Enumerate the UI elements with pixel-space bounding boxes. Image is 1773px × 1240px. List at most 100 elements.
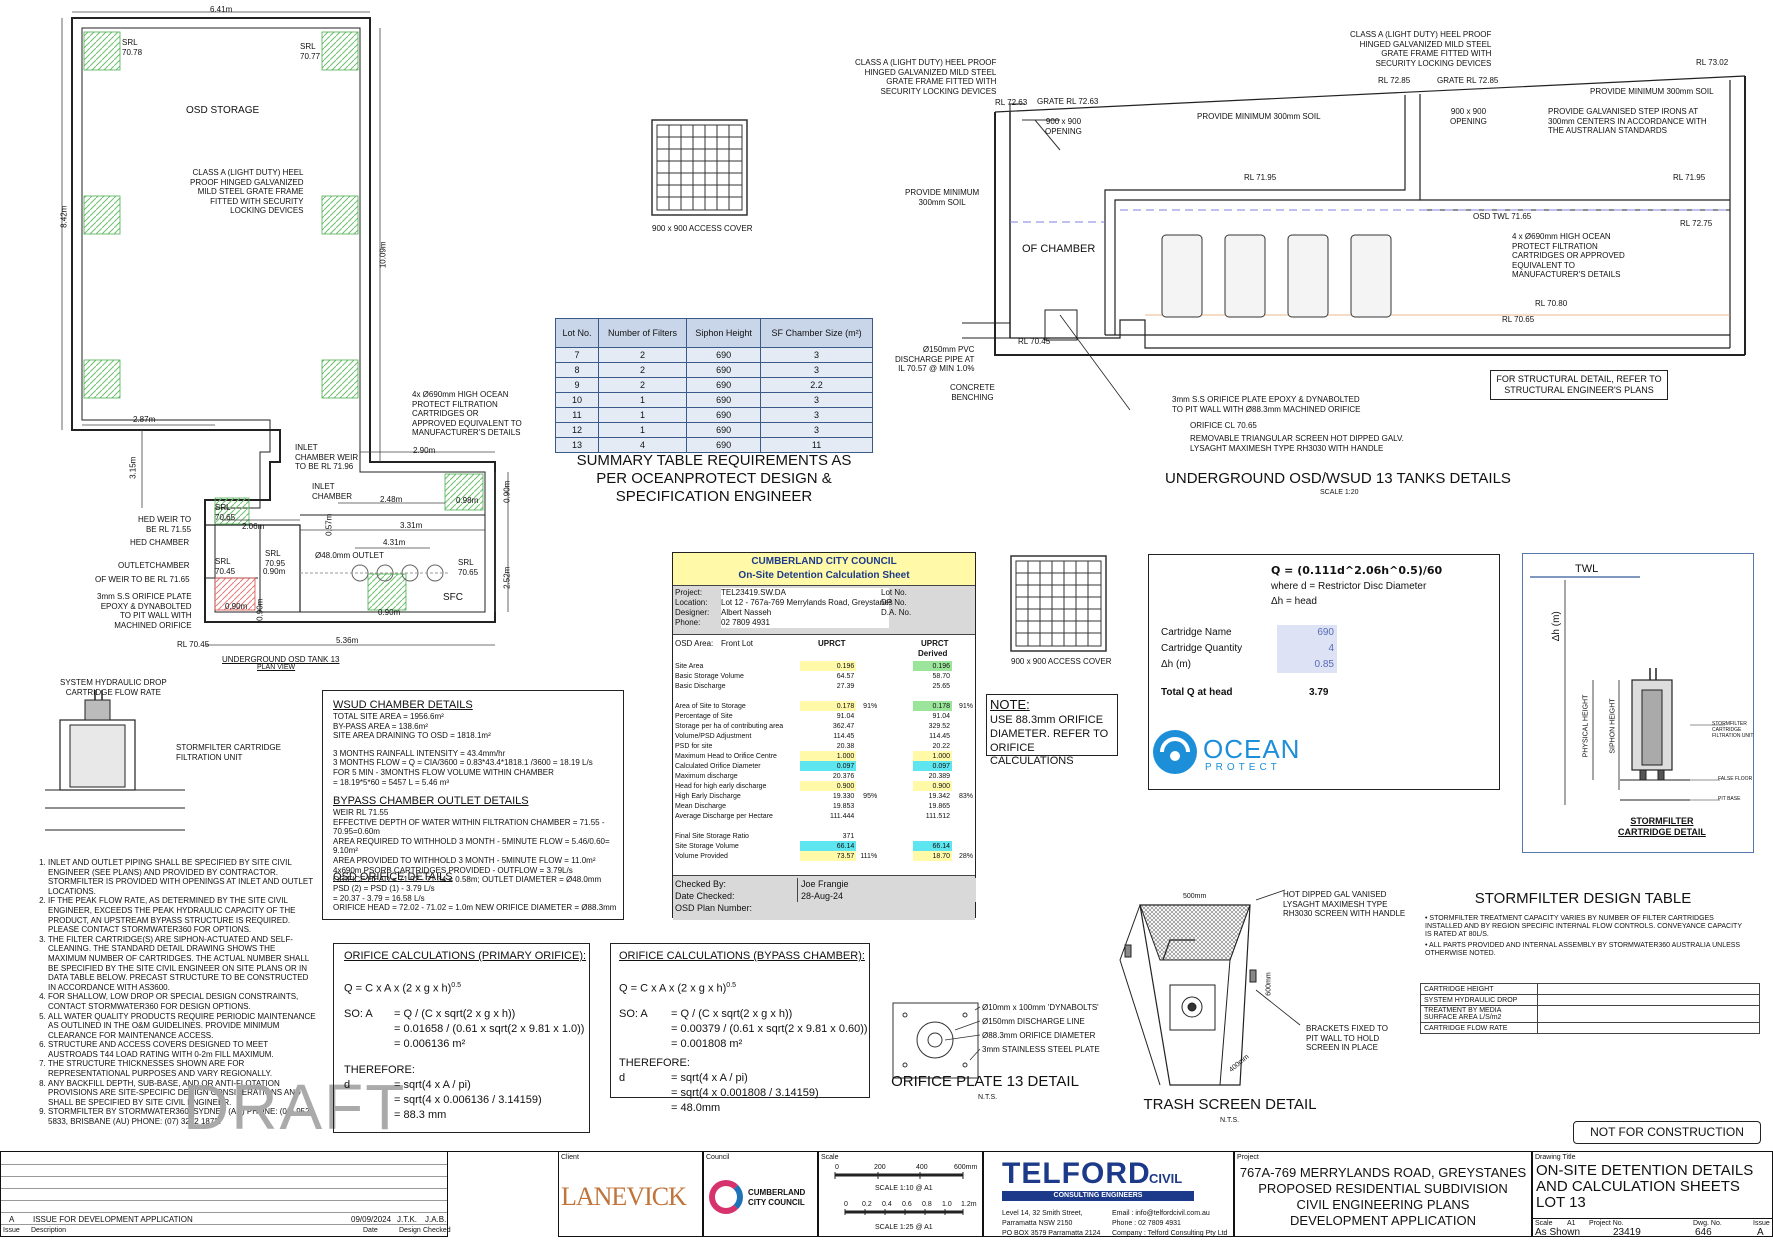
- summary-cell: 1: [597, 422, 688, 438]
- sf-row-label: SYSTEM HYDRAULIC DROP: [1420, 994, 1538, 1006]
- calc-cell-v2: [913, 821, 953, 831]
- calc-cell-gap: [879, 741, 912, 751]
- calc-uprct: UPRCT: [818, 639, 846, 648]
- scale-200: 200: [874, 1164, 886, 1171]
- calc-checked: Joe Frangie: [801, 879, 849, 889]
- wsud-line: BY-PASS AREA = 138.6m²: [333, 721, 428, 731]
- plan-dim-290: 2.90m: [413, 446, 436, 455]
- calc-osd-area: Front Lot: [721, 639, 754, 648]
- calc-cell-label: Final Site Storage Ratio: [675, 832, 749, 840]
- sf-row: CARTRIDGE FLOW RATE: [1420, 1022, 1760, 1034]
- note-item: INLET AND OUTLET PIPING SHALL BE SPECIFI…: [48, 858, 316, 896]
- plan-dim-206: 2.06m: [242, 522, 265, 531]
- note-item: STORMFILTER BY STORMWATER360: SYDNEY (AU…: [48, 1107, 316, 1126]
- calc-cell-gap: [879, 711, 912, 721]
- calc-cell-p2: [952, 691, 975, 701]
- orifice-bypass-a3: = 0.001808 m²: [671, 1038, 743, 1050]
- calc-cell-p2: [952, 781, 975, 791]
- summary-cell: 2: [597, 377, 688, 393]
- note-box: NOTE: USE 88.3mm ORIFICE DIAMETER. REFER…: [986, 694, 1118, 767]
- section-cartridges: [1161, 234, 1392, 318]
- calc-cell-label: Site Area: [675, 662, 704, 670]
- calc-cell-gap: [879, 681, 912, 691]
- calc-cell-v1: 371: [842, 832, 855, 840]
- rev-issue: A: [9, 1215, 15, 1224]
- plan-title: UNDERGROUND OSD TANK 13: [222, 655, 340, 664]
- summary-cell: 1: [597, 407, 688, 423]
- orifice-primary-a1: = Q / (C x sqrt(2 x g x h)): [394, 1008, 516, 1020]
- calc-cell-label: PSD for site: [675, 742, 713, 750]
- calc-cell-label: Percentage of Site: [675, 712, 733, 720]
- calc-cell-p2: [952, 811, 975, 821]
- calc-cell-p1: [856, 671, 879, 681]
- scale-r0: 0: [844, 1201, 848, 1208]
- plan-dim-057: 0.57m: [324, 513, 334, 536]
- calc-cell-p1: [856, 741, 879, 751]
- calc-cell-gap: [879, 821, 912, 831]
- tb-dwg-label: Dwg. No.: [1693, 1220, 1722, 1227]
- ocean-where: where d = Restrictor Disc Diameter: [1271, 581, 1427, 592]
- summary-cell: 3: [760, 392, 873, 408]
- ocean-h[interactable]: 0.85: [1314, 659, 1334, 670]
- calc-cell-v2: 91.04: [932, 712, 951, 720]
- trash-label-1: HOT DIPPED GAL VANISED LYSAGHT MAXIMESH …: [1283, 890, 1406, 919]
- calc-cell-p2: [952, 731, 975, 741]
- cart-title: STORMFILTER CARTRIDGE DETAIL: [1618, 816, 1706, 837]
- calc-osd-area-label: OSD Area:: [675, 639, 714, 648]
- sf-table-note-1: • STORMFILTER TREATMENT CAPACITY VARIES …: [1425, 915, 1742, 939]
- wsud-line: = 18.19*5*60 = 5457 L = 5.46 m³: [333, 777, 450, 787]
- sf-table-note-2: • ALL PARTS PROVIDED AND INTERNAL ASSEMB…: [1425, 942, 1741, 958]
- orifice-plate-title: ORIFICE PLATE 13 DETAIL: [891, 1073, 1079, 1090]
- calc-cell-v1: 73.57: [800, 851, 857, 861]
- ocean-dh: Δh = head: [1271, 596, 1317, 607]
- orifice-bypass-a1: = Q / (C x sqrt(2 x g x h)): [671, 1008, 793, 1020]
- sf-row-value: [1537, 1022, 1760, 1034]
- rev-description: ISSUE FOR DEVELOPMENT APPLICATION: [33, 1215, 193, 1224]
- calc-cell-v2: 19.342: [928, 792, 951, 800]
- calc-cell-p2: [952, 761, 975, 771]
- calc-project: TEL23419.SW.DA: [721, 588, 786, 597]
- orifice-bypass-a2: = 0.00379 / (0.61 x sqrt(2 x 9.81 x 0.60…: [671, 1023, 868, 1035]
- plan-note-cartridges: 4x Ø690mm HIGH OCEAN PROTECT FILTRATION …: [412, 390, 522, 438]
- calc-cell-gap: [879, 721, 912, 731]
- ocean-qty[interactable]: 4: [1328, 643, 1334, 654]
- sf-row-value: [1537, 1005, 1760, 1023]
- note-item: FOR SHALLOW, LOW DROP OR SPECIAL DESIGN …: [48, 992, 316, 1011]
- calc-cell-v1: [800, 691, 856, 701]
- bypass-line: 4x690m PSORB CARTRIDGES PROVIDED - OUTFL…: [333, 865, 573, 875]
- calc-cell-gap: [879, 811, 912, 821]
- scale-0: 0: [835, 1164, 839, 1171]
- orifice-primary-exp: 0.5: [451, 982, 462, 989]
- calc-cell-v2: [913, 831, 953, 841]
- orifice-primary-d: d: [344, 1079, 351, 1091]
- plan-rl7045: RL 70.45: [177, 640, 210, 649]
- summary-cell: 690: [686, 422, 762, 438]
- note-item: STRUCTURE AND ACCESS COVERS DESIGNED TO …: [48, 1040, 316, 1059]
- cart-twl: TWL: [1575, 563, 1599, 575]
- bypass-line: WEIR RL 71.55: [333, 808, 389, 817]
- calc-cell-p1: [856, 721, 879, 731]
- section-rl7302: RL 73.02: [1696, 58, 1729, 67]
- cart-unit: STORMFILTER CARTRIDGE FILTRATION UNIT: [1712, 721, 1754, 739]
- plan-dim-left: 8.42m: [59, 205, 69, 228]
- calc-cell-gap: [879, 731, 912, 741]
- plan-dim-331: 3.31m: [400, 521, 423, 530]
- ocean-name[interactable]: 690: [1317, 627, 1334, 638]
- osd-orifice-line: ORIFICE HEAD = 72.02 - 71.02 = 1.0m NEW …: [333, 903, 617, 913]
- calc-cell-v1: 114.45: [833, 732, 855, 740]
- scale-r04: 0.4: [882, 1201, 892, 1208]
- section-linework: [962, 75, 1746, 411]
- calc-cell-v2: 18.70: [912, 851, 953, 861]
- trash-label-2: BRACKETS FIXED TO PIT WALL TO HOLD SCREE…: [1306, 1024, 1388, 1053]
- drawing-title: ON-SITE DETENTION DETAILS AND CALCULATIO…: [1536, 1162, 1754, 1211]
- calc-cell-v1: 19.330: [832, 792, 855, 800]
- section-osd-twl: OSD TWL 71.65: [1473, 212, 1532, 221]
- rev-check: J.A.B.: [425, 1215, 447, 1224]
- calc-cell-v2: 19.865: [928, 802, 951, 810]
- summary-cell: 11: [760, 437, 873, 453]
